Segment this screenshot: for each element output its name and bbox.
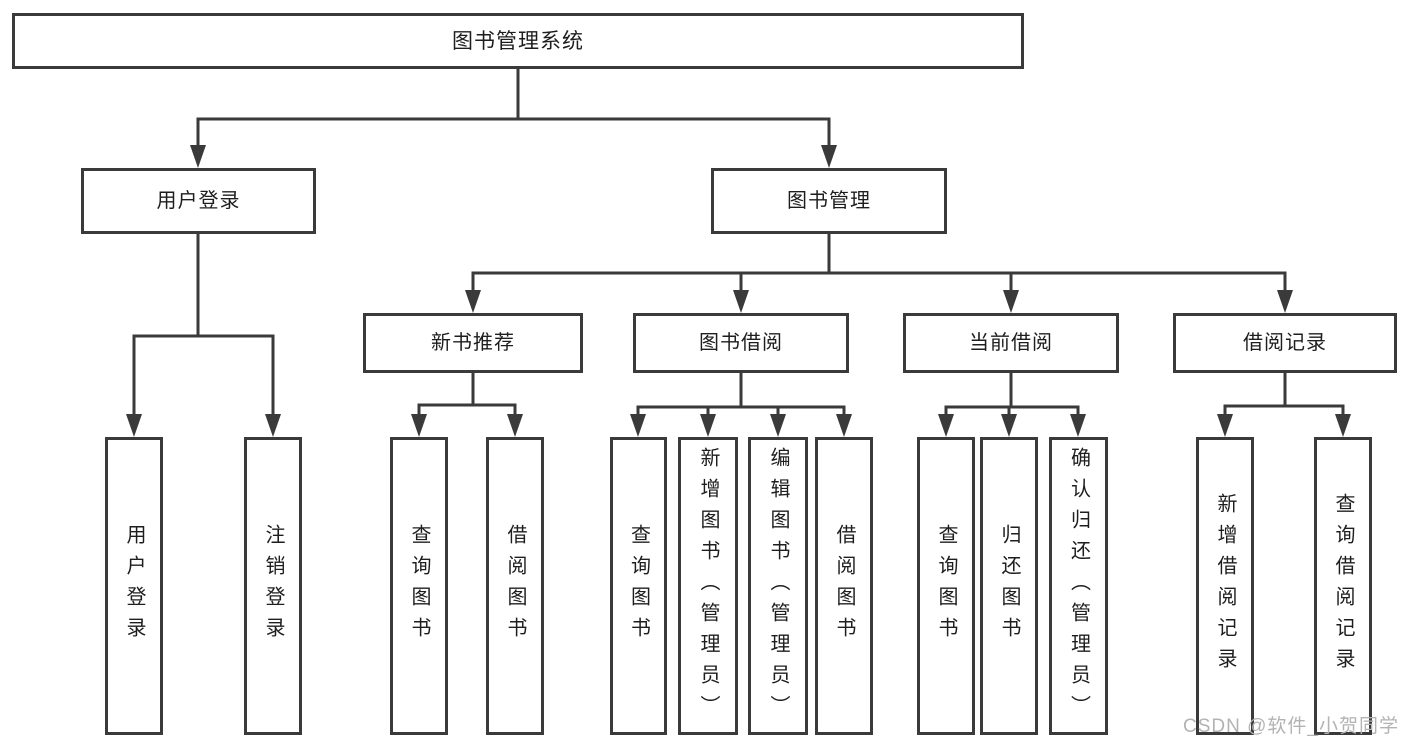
- leaf-borrow-books-2: 借阅图书: [815, 437, 873, 735]
- arrowhead-icon: [1277, 290, 1293, 313]
- connector-user-login: [126, 232, 281, 437]
- connector-borrow-records: [1217, 371, 1351, 437]
- node-new-book-recommend: 新书推荐: [363, 313, 583, 373]
- connector-current-borrow: [938, 371, 1086, 437]
- leaf-query-books-3: 查询图书: [917, 437, 975, 735]
- connector-new-book-recommend: [411, 371, 523, 437]
- arrowhead-icon: [733, 290, 749, 313]
- watermark: CSDN @软件_小贺同学: [1183, 716, 1399, 737]
- node-borrow-records: 借阅记录: [1173, 313, 1397, 373]
- leaf-borrow-books-1: 借阅图书: [486, 437, 544, 735]
- arrowhead-icon: [938, 414, 954, 437]
- leaf-add-books-admin: 新增图书（管理员）: [678, 437, 738, 735]
- node-book-borrow: 图书借阅: [633, 313, 849, 373]
- connector-book-borrow: [630, 371, 852, 437]
- node-root: 图书管理系统: [12, 13, 1024, 69]
- arrowhead-icon: [1001, 414, 1017, 437]
- node-current-borrow: 当前借阅: [903, 313, 1119, 373]
- connector-book-management: [465, 232, 1293, 313]
- arrowhead-icon: [770, 414, 786, 437]
- arrowhead-icon: [1003, 290, 1019, 313]
- arrowhead-icon: [700, 414, 716, 437]
- leaf-user-login: 用户登录: [105, 437, 163, 735]
- leaf-edit-books-admin: 编辑图书（管理员）: [748, 437, 808, 735]
- arrowhead-icon: [126, 414, 142, 437]
- leaf-add-borrow-record: 新增借阅记录: [1196, 437, 1254, 735]
- arrowhead-icon: [821, 145, 837, 168]
- leaf-confirm-return-admin: 确认归还（管理员）: [1049, 437, 1108, 735]
- arrowhead-icon: [836, 414, 852, 437]
- leaf-query-borrow-record: 查询借阅记录: [1314, 437, 1372, 735]
- arrowhead-icon: [465, 290, 481, 313]
- leaf-query-books-2: 查询图书: [610, 437, 667, 735]
- leaf-logout: 注销登录: [244, 437, 302, 735]
- arrowhead-icon: [265, 414, 281, 437]
- node-book-management: 图书管理: [711, 168, 947, 234]
- arrowhead-icon: [1335, 414, 1351, 437]
- arrowhead-icon: [190, 145, 206, 168]
- leaf-query-books-1: 查询图书: [390, 437, 448, 735]
- arrowhead-icon: [1217, 414, 1233, 437]
- node-user-login: 用户登录: [81, 168, 316, 234]
- arrowhead-icon: [411, 414, 427, 437]
- leaf-return-books: 归还图书: [980, 437, 1038, 735]
- arrowhead-icon: [630, 414, 646, 437]
- arrowhead-icon: [1070, 414, 1086, 437]
- connector-root: [190, 67, 837, 168]
- arrowhead-icon: [507, 414, 523, 437]
